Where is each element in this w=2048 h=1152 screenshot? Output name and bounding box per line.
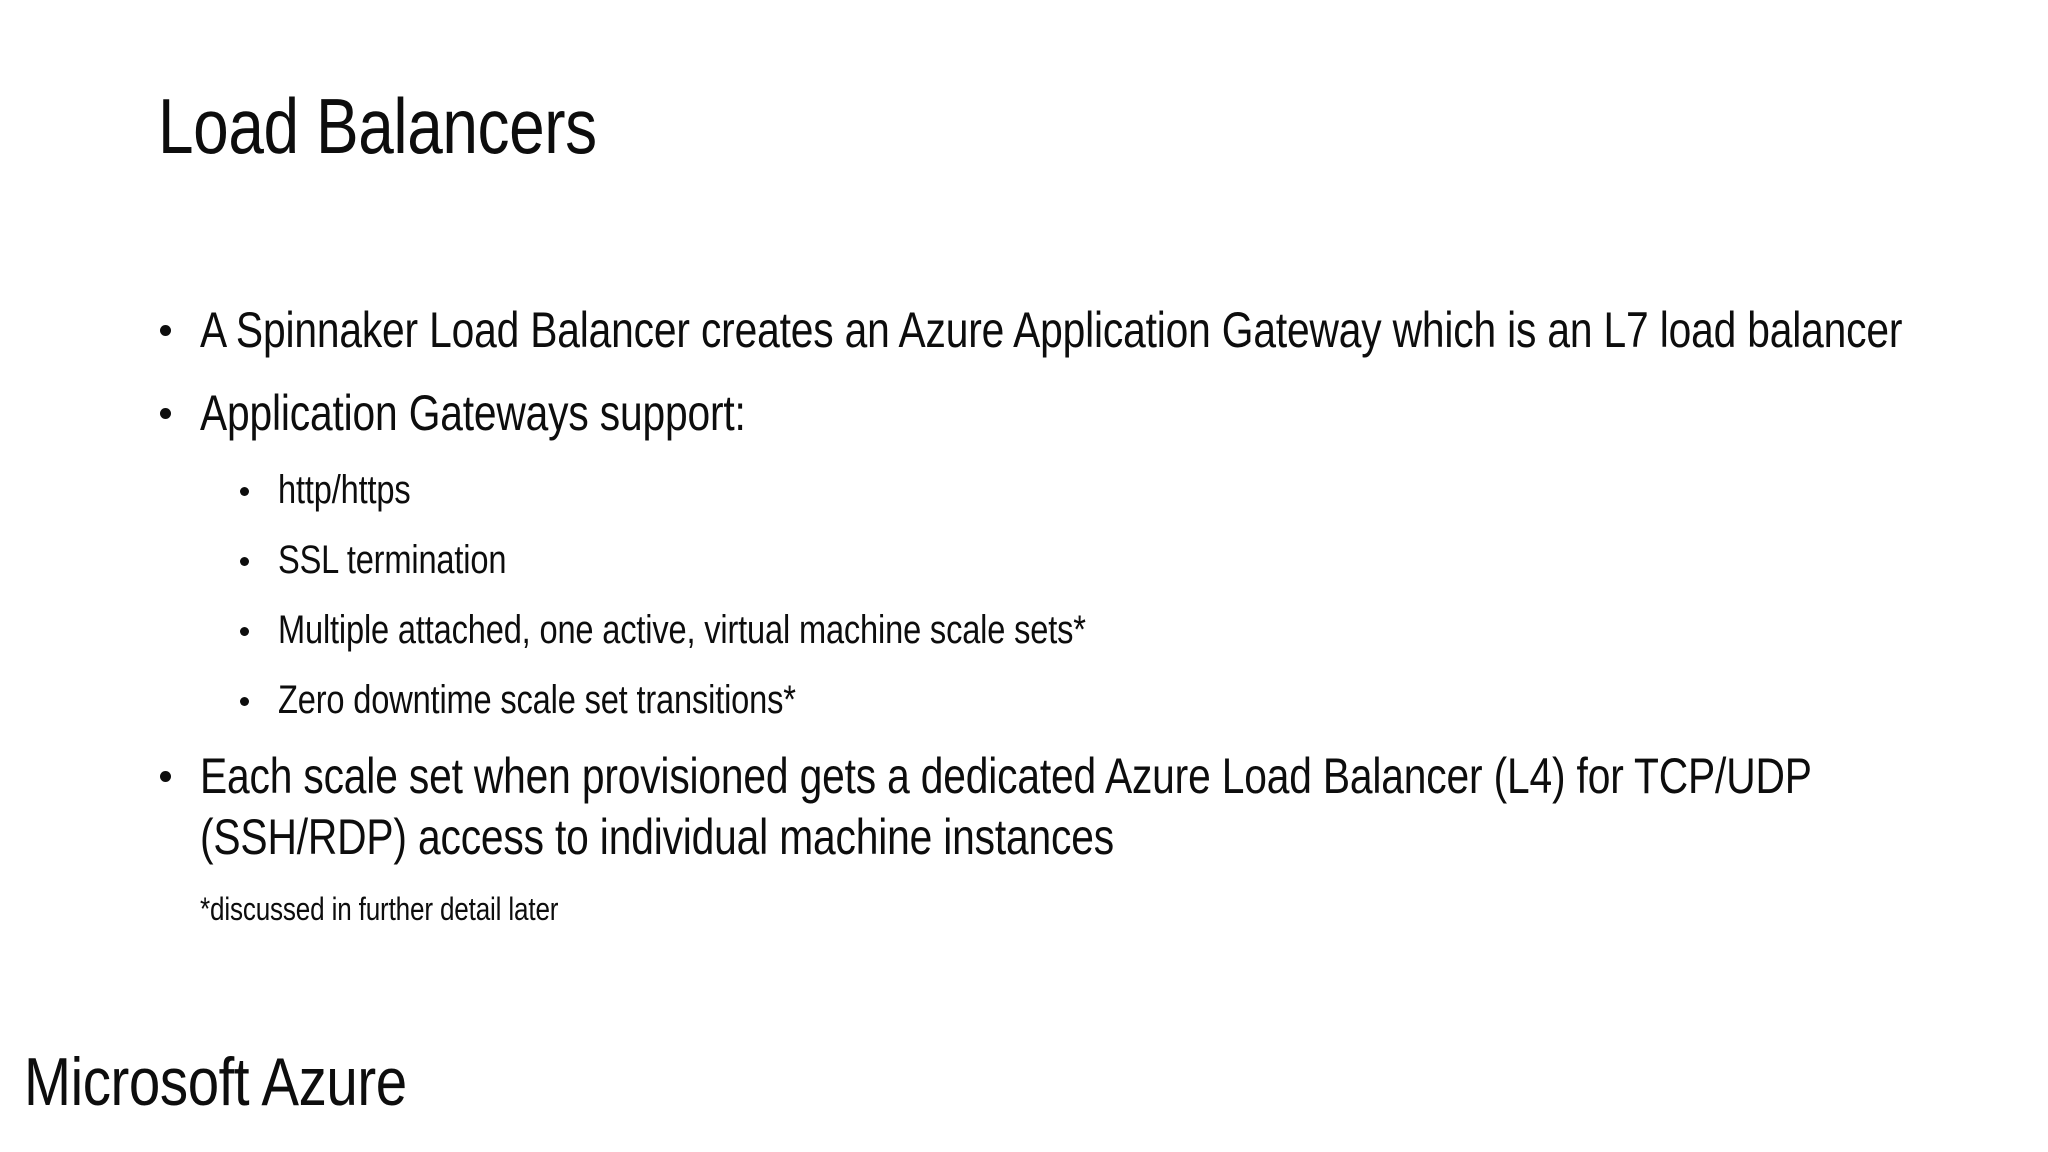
footnote-text: *discussed in further detail later <box>200 891 559 927</box>
bullet-text: Each scale set when provisioned gets a d… <box>200 748 1812 865</box>
sub-bullet-item: http/https <box>0 466 2048 514</box>
bullet-dot-icon <box>240 626 249 636</box>
bullet-dot-icon <box>240 556 249 566</box>
bullet-dot-icon <box>160 771 171 782</box>
bullet-item: Each scale set when provisioned gets a d… <box>0 746 2048 868</box>
sub-bullet-item: SSL termination <box>0 536 2048 584</box>
bullet-item: A Spinnaker Load Balancer creates an Azu… <box>0 300 2048 361</box>
bullet-dot-icon <box>160 325 171 336</box>
bullet-text: A Spinnaker Load Balancer creates an Azu… <box>200 302 1903 358</box>
bullet-dot-icon <box>240 486 249 496</box>
sub-bullet-text: http/https <box>278 468 411 512</box>
bullet-text: Application Gateways support: <box>200 385 746 441</box>
sub-bullet-item: Multiple attached, one active, virtual m… <box>0 606 2048 654</box>
microsoft-azure-brand: Microsoft Azure <box>24 1044 407 1120</box>
bullet-dot-icon <box>160 408 171 419</box>
bullet-dot-icon <box>240 696 249 706</box>
sub-bullet-text: Zero downtime scale set transitions* <box>278 678 796 722</box>
sub-bullet-text: Multiple attached, one active, virtual m… <box>278 608 1086 652</box>
slide-footnote: *discussed in further detail later <box>0 890 2048 928</box>
sub-bullet-item: Zero downtime scale set transitions* <box>0 676 2048 724</box>
sub-bullet-text: SSL termination <box>278 538 507 582</box>
slide-title: Load Balancers <box>158 82 597 170</box>
slide-body: A Spinnaker Load Balancer creates an Azu… <box>0 300 2048 928</box>
bullet-item: Application Gateways support: <box>0 383 2048 444</box>
sub-bullet-list: http/https SSL termination Multiple atta… <box>0 466 2048 724</box>
